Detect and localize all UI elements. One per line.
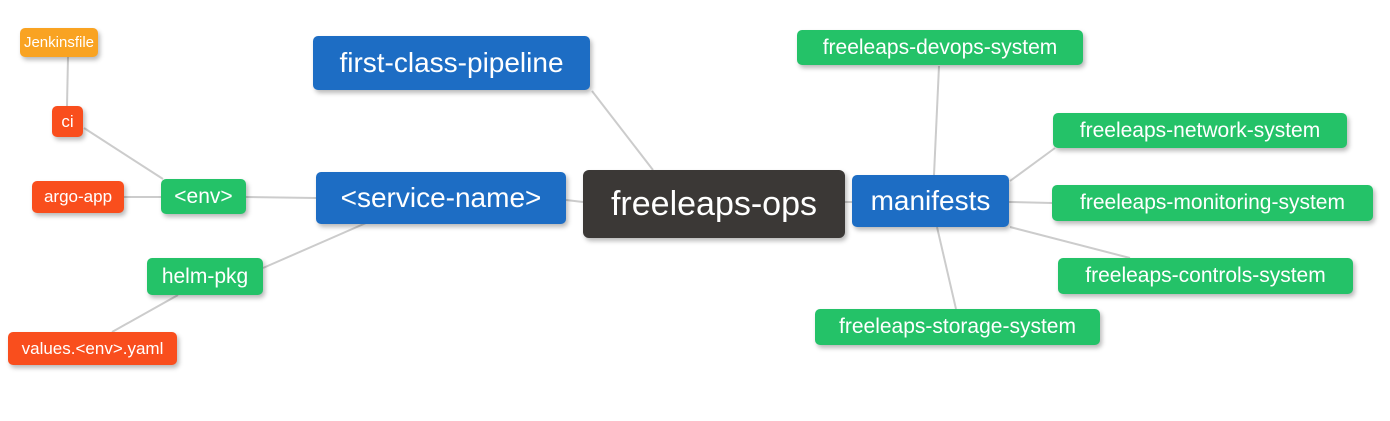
node-freeleaps-network-system[interactable]: freeleaps-network-system [1053,113,1347,148]
node-freeleaps-controls-system[interactable]: freeleaps-controls-system [1058,258,1353,294]
node-label: <env> [174,184,233,208]
node-ci[interactable]: ci [52,106,83,137]
node-label: freeleaps-storage-system [839,315,1076,338]
edge-helm-pkg-service-name [262,222,367,269]
edge-manifests-monitoring [1008,201,1053,204]
node-first-class-pipeline[interactable]: first-class-pipeline [313,36,590,90]
node-label: freeleaps-devops-system [822,35,1058,59]
node-manifests[interactable]: manifests [852,175,1009,227]
node-freeleaps-monitoring-system[interactable]: freeleaps-monitoring-system [1052,185,1373,221]
node-argo-app[interactable]: argo-app [32,181,124,213]
edge-ci-env [83,127,164,180]
node-label: <service-name> [340,182,542,213]
node-label: Jenkinsfile [23,34,95,51]
node-label: helm-pkg [161,264,249,288]
node-freeleaps-ops-root[interactable]: freeleaps-ops [583,170,845,238]
edge-pipeline-root [591,90,654,171]
node-jenkinsfile[interactable]: Jenkinsfile [20,28,98,57]
node-label: argo-app [43,187,113,206]
node-env[interactable]: <env> [161,179,246,214]
edge-service-name-root [565,199,584,203]
edge-manifests-devops [933,65,940,176]
edge-jenkinsfile-ci [66,56,69,107]
node-label: freeleaps-monitoring-system [1080,191,1345,214]
node-service-name[interactable]: <service-name> [316,172,566,224]
node-label: manifests [870,185,991,216]
node-label: values.<env>.yaml [21,338,164,358]
node-freeleaps-devops-system[interactable]: freeleaps-devops-system [797,30,1083,65]
node-label: freeleaps-controls-system [1085,264,1326,287]
node-helm-pkg[interactable]: helm-pkg [147,258,263,295]
edge-env-service-name [245,196,317,199]
node-freeleaps-storage-system[interactable]: freeleaps-storage-system [815,309,1100,345]
node-values-env-yaml[interactable]: values.<env>.yaml [8,332,177,365]
edge-values-helm-pkg [111,294,179,333]
node-label: ci [61,111,74,131]
node-label: freeleaps-ops [610,184,817,223]
edge-manifests-controls [1009,226,1131,259]
node-label: first-class-pipeline [339,47,564,78]
edge-manifests-storage [936,226,957,310]
edge-manifests-network [1009,147,1056,182]
node-label: freeleaps-network-system [1079,118,1321,142]
